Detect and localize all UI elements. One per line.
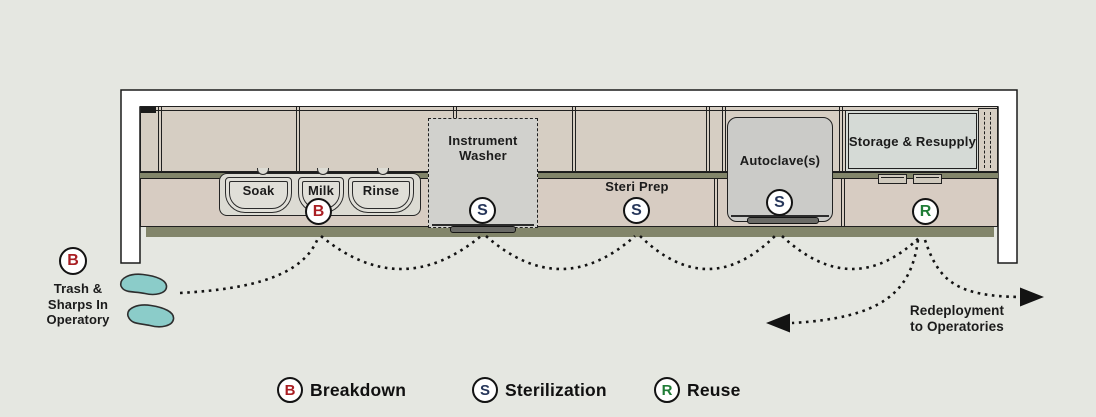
cabinet-filler-cap: [141, 107, 156, 113]
reuse-badge-storage: R: [912, 198, 939, 225]
steri-prep-label: Steri Prep: [605, 179, 669, 194]
cabinet-divider: [296, 107, 300, 171]
trash-sharps-note: Trash & Sharps In Operatory: [28, 281, 128, 328]
instrument-washer-label-line2: Washer: [459, 148, 507, 163]
instrument-washer-label: Instrument Washer: [429, 133, 537, 163]
trash-note-line1: Trash &: [53, 281, 103, 296]
trash-note-line2: Sharps In: [47, 296, 109, 312]
soak-label: Soak: [242, 183, 275, 198]
footprints-icon: [120, 273, 175, 328]
arrowhead-left-icon: [766, 313, 790, 333]
washer-handle: [450, 226, 516, 233]
counter-divider: [841, 179, 845, 226]
path-reuse-to-right: [923, 239, 1021, 299]
sink-drain-icon: [257, 168, 269, 175]
legend-reuse-badge: R: [654, 377, 680, 403]
counter-shadow-strip: [146, 227, 994, 237]
legend-item-breakdown: B Breakdown: [277, 377, 406, 403]
counter-divider: [714, 179, 718, 226]
breakdown-badge-operatory: B: [59, 247, 87, 275]
path-autoclave-to-reuse: [781, 235, 922, 271]
path-operatory-to-breakdown: [179, 237, 320, 295]
sterilization-badge-steri-prep: S: [623, 197, 650, 224]
legend-sterilization-badge: S: [472, 377, 498, 403]
sink-drain-icon: [377, 168, 389, 175]
rinse-sink: Rinse: [348, 177, 414, 213]
redeployment-note-line1: Redeployment: [909, 303, 1005, 318]
sterilization-badge-autoclave: S: [766, 189, 793, 216]
cabinet-divider: [158, 107, 162, 171]
cabinet-divider: [722, 107, 726, 171]
legend-item-sterilization: S Sterilization: [472, 377, 607, 403]
supply-bin: [913, 174, 942, 184]
legend-breakdown-badge: B: [277, 377, 303, 403]
autoclave-handle: [747, 217, 819, 224]
redeployment-note-line2: to Operatories: [910, 318, 1004, 334]
cabinet-divider: [839, 107, 843, 171]
milk-label: Milk: [307, 183, 335, 198]
breakdown-badge-sink: B: [305, 198, 332, 225]
cabinet-divider: [572, 107, 576, 171]
rinse-label: Rinse: [362, 183, 400, 198]
redeployment-note: Redeployment to Operatories: [882, 303, 1032, 334]
cabinet-divider: [706, 107, 710, 171]
path-steri-prep-to-autoclave: [639, 235, 776, 271]
legend-sterilization-label: Sterilization: [505, 379, 607, 400]
tower-dash-line: [990, 112, 991, 168]
path-washer-to-steri-prep: [485, 235, 636, 271]
sink-drain-icon: [317, 168, 329, 175]
tower-dash-line: [984, 112, 985, 168]
storage-resupply-cabinet: Storage & Resupply: [845, 110, 980, 172]
sterilization-badge-washer: S: [469, 197, 496, 224]
supply-bin: [878, 174, 907, 184]
storage-resupply-label: Storage & Resupply: [848, 133, 977, 149]
storage-tower: [978, 108, 998, 172]
legend-reuse-label: Reuse: [687, 379, 741, 400]
instrument-washer-label-line1: Instrument: [448, 133, 518, 148]
autoclave-label: Autoclave(s): [739, 153, 821, 168]
legend-breakdown-label: Breakdown: [310, 379, 407, 400]
legend-item-reuse: R Reuse: [654, 377, 741, 403]
path-breakdown-to-washer: [320, 234, 482, 271]
soak-sink: Soak: [225, 177, 292, 213]
trash-note-line3: Operatory: [46, 312, 110, 327]
